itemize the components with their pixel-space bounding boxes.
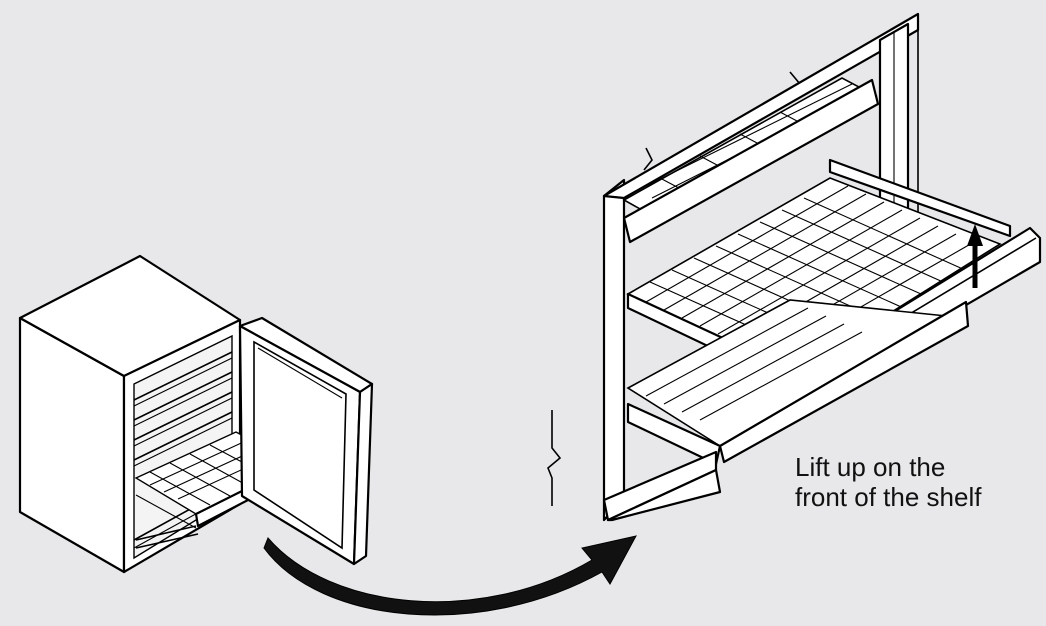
break-mark-top bbox=[643, 147, 653, 171]
lower-shelf-front-bar bbox=[718, 300, 970, 464]
upper-shelf bbox=[622, 77, 880, 244]
cooler-open-door bbox=[238, 316, 374, 566]
break-mark-left bbox=[547, 410, 562, 506]
caption-line-2: front of the shelf bbox=[795, 482, 982, 512]
cabinet-side-wall bbox=[602, 178, 626, 522]
main-shelf-back-rail bbox=[828, 158, 1012, 238]
wine-cooler-overview bbox=[18, 254, 374, 574]
upper-shelf-front-bar bbox=[622, 78, 880, 244]
lift-up-arrow-icon bbox=[967, 224, 983, 288]
instruction-caption: Lift up on the front of the shelf bbox=[795, 452, 981, 512]
caption-line-1: Lift up on the bbox=[795, 452, 946, 482]
lower-shelf bbox=[626, 299, 970, 466]
curved-arrow-icon bbox=[263, 535, 637, 616]
shelf-closeup bbox=[547, 12, 1042, 522]
